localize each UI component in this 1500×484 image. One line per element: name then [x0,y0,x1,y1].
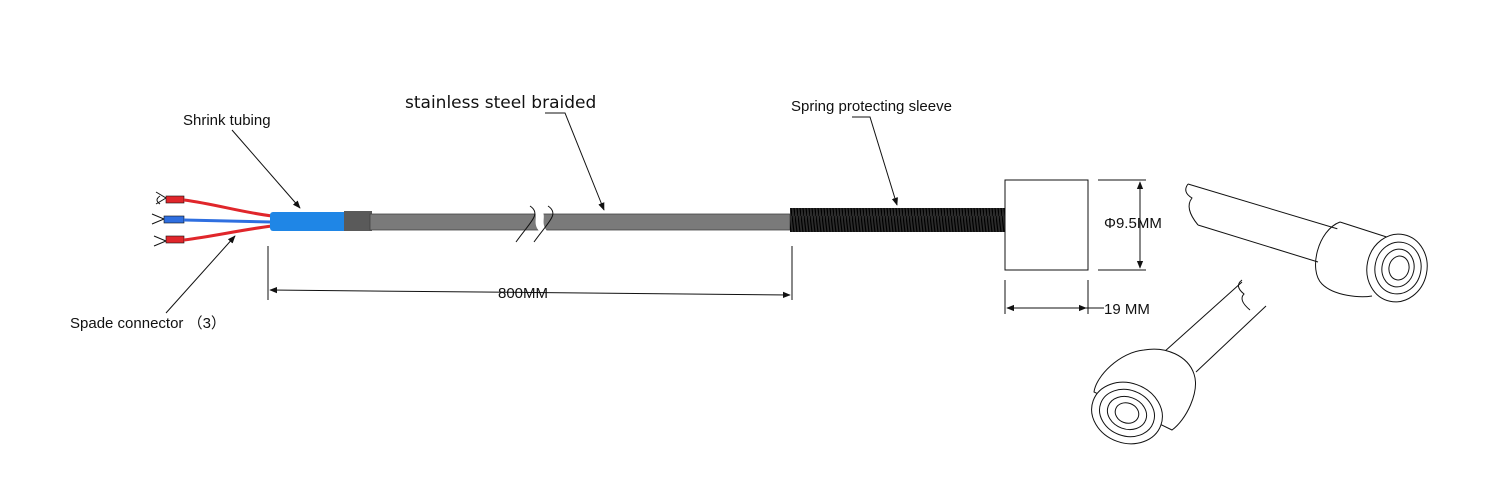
probe-3d-upper [1185,183,1428,303]
tube-collar [344,211,372,231]
spade-connector-label: Spade connector （3） [70,315,226,332]
probe-diameter-label: Φ9.5MM [1104,215,1162,232]
diameter-dimension [1098,179,1146,271]
shrink-tubing-callout [231,129,301,209]
braided-label: stainless steel braided [405,93,596,113]
shrink-tubing-label: Shrink tubing [183,112,271,129]
spring-sleeve-callout [852,116,898,206]
wire-red-bottom [165,235,185,244]
cable-break [530,208,548,232]
wire-red-top [165,195,185,204]
spade-connector-callout [165,235,236,314]
spring-sleeve [790,208,1005,232]
probe-head [1004,179,1089,271]
cable-length-label: 800MM [498,285,548,302]
probe-length-dimension [1004,280,1104,314]
cable-length-dimension [267,246,793,300]
wire-blue [163,215,185,224]
probe-length-label: 19 MM [1104,301,1150,318]
spring-sleeve-label: Spring protecting sleeve [791,98,952,115]
shrink-tube [270,212,350,231]
braided-cable [369,213,791,231]
braided-callout [545,112,605,211]
probe-3d-lower [1091,279,1267,445]
spade-connectors [151,191,273,247]
